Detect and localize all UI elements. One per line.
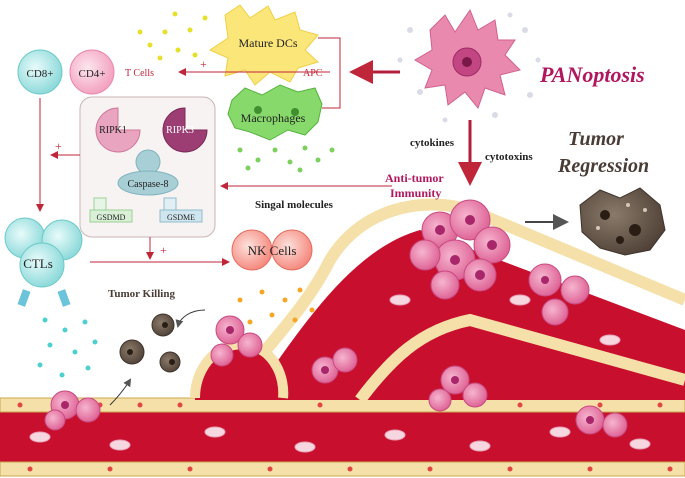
tumor-killing-label: Tumor Killing xyxy=(108,288,175,300)
ctl-cells: CTLs xyxy=(4,217,83,307)
cd8-label: CD8+ xyxy=(27,68,54,80)
macrophage-cell: Macrophages xyxy=(227,84,323,141)
immunity-label: Immunity xyxy=(390,186,441,200)
tumor-mass xyxy=(409,199,511,300)
caspase8-label: Caspase-8 xyxy=(127,179,168,190)
orange-dots xyxy=(237,287,315,325)
singal-molecules-label: Singal molecules xyxy=(255,199,334,211)
dead-tumor-mass xyxy=(579,187,666,256)
tumor-regression-line1: Tumor xyxy=(568,128,624,150)
tumor-regression-line2: Regression xyxy=(557,155,649,177)
gsdmd-shape xyxy=(89,209,133,223)
cd8-cell: CD8+ xyxy=(17,49,63,95)
mature-dcs-label: Mature DCs xyxy=(239,36,298,50)
blood-vessel xyxy=(0,198,685,477)
panoptosis-label: PANoptosis xyxy=(539,62,645,87)
cd4-cell: CD4+ xyxy=(69,49,115,95)
vessel-wall-bottom xyxy=(0,461,685,477)
pathway-box: RIPK1 RIPK3 Caspase-8 GSDMD GSDME xyxy=(79,96,216,238)
mature-dc-cell: Mature DCs xyxy=(208,4,319,86)
nk-cells: NK Cells xyxy=(231,229,313,271)
plus-left: + xyxy=(55,139,62,153)
plus-apc: + xyxy=(200,57,207,71)
gsdme-label: GSDME xyxy=(167,213,195,222)
anti-tumor-label: Anti-tumor xyxy=(385,171,444,185)
macrophages-label: Macrophages xyxy=(241,111,306,125)
apc-bracket xyxy=(318,37,341,109)
ripk3-shape xyxy=(162,107,208,153)
ctls-label: CTLs xyxy=(23,256,53,271)
ripk3-label: RIPK3 xyxy=(166,125,194,136)
teal-dots xyxy=(37,317,98,378)
gsdme-shape xyxy=(159,209,203,223)
nk-cells-label: NK Cells xyxy=(248,243,297,258)
ripk1-shape xyxy=(95,107,141,153)
t-cells-label: T Cells xyxy=(125,68,154,79)
cytokines-label: cytokines xyxy=(410,137,455,149)
gsdmd-label: GSDMD xyxy=(97,213,126,222)
killing-arrow-top xyxy=(175,309,206,328)
vessel-branch-wall-b xyxy=(467,204,685,306)
cd4-label: CD4+ xyxy=(79,68,106,80)
vessel-branch-wall-c xyxy=(355,313,685,404)
killing-arrow-bottom xyxy=(109,378,132,406)
cytotoxins-label: cytotoxins xyxy=(485,151,533,163)
yellow-dots xyxy=(137,11,208,61)
caspase8-head xyxy=(135,149,161,175)
plus-down: + xyxy=(160,243,167,257)
caspase8-body xyxy=(117,170,179,196)
ripk1-label: RIPK1 xyxy=(99,125,127,136)
apc-label: APC xyxy=(303,68,323,79)
green-dots xyxy=(237,145,335,173)
panoptosis-cell xyxy=(397,8,541,123)
